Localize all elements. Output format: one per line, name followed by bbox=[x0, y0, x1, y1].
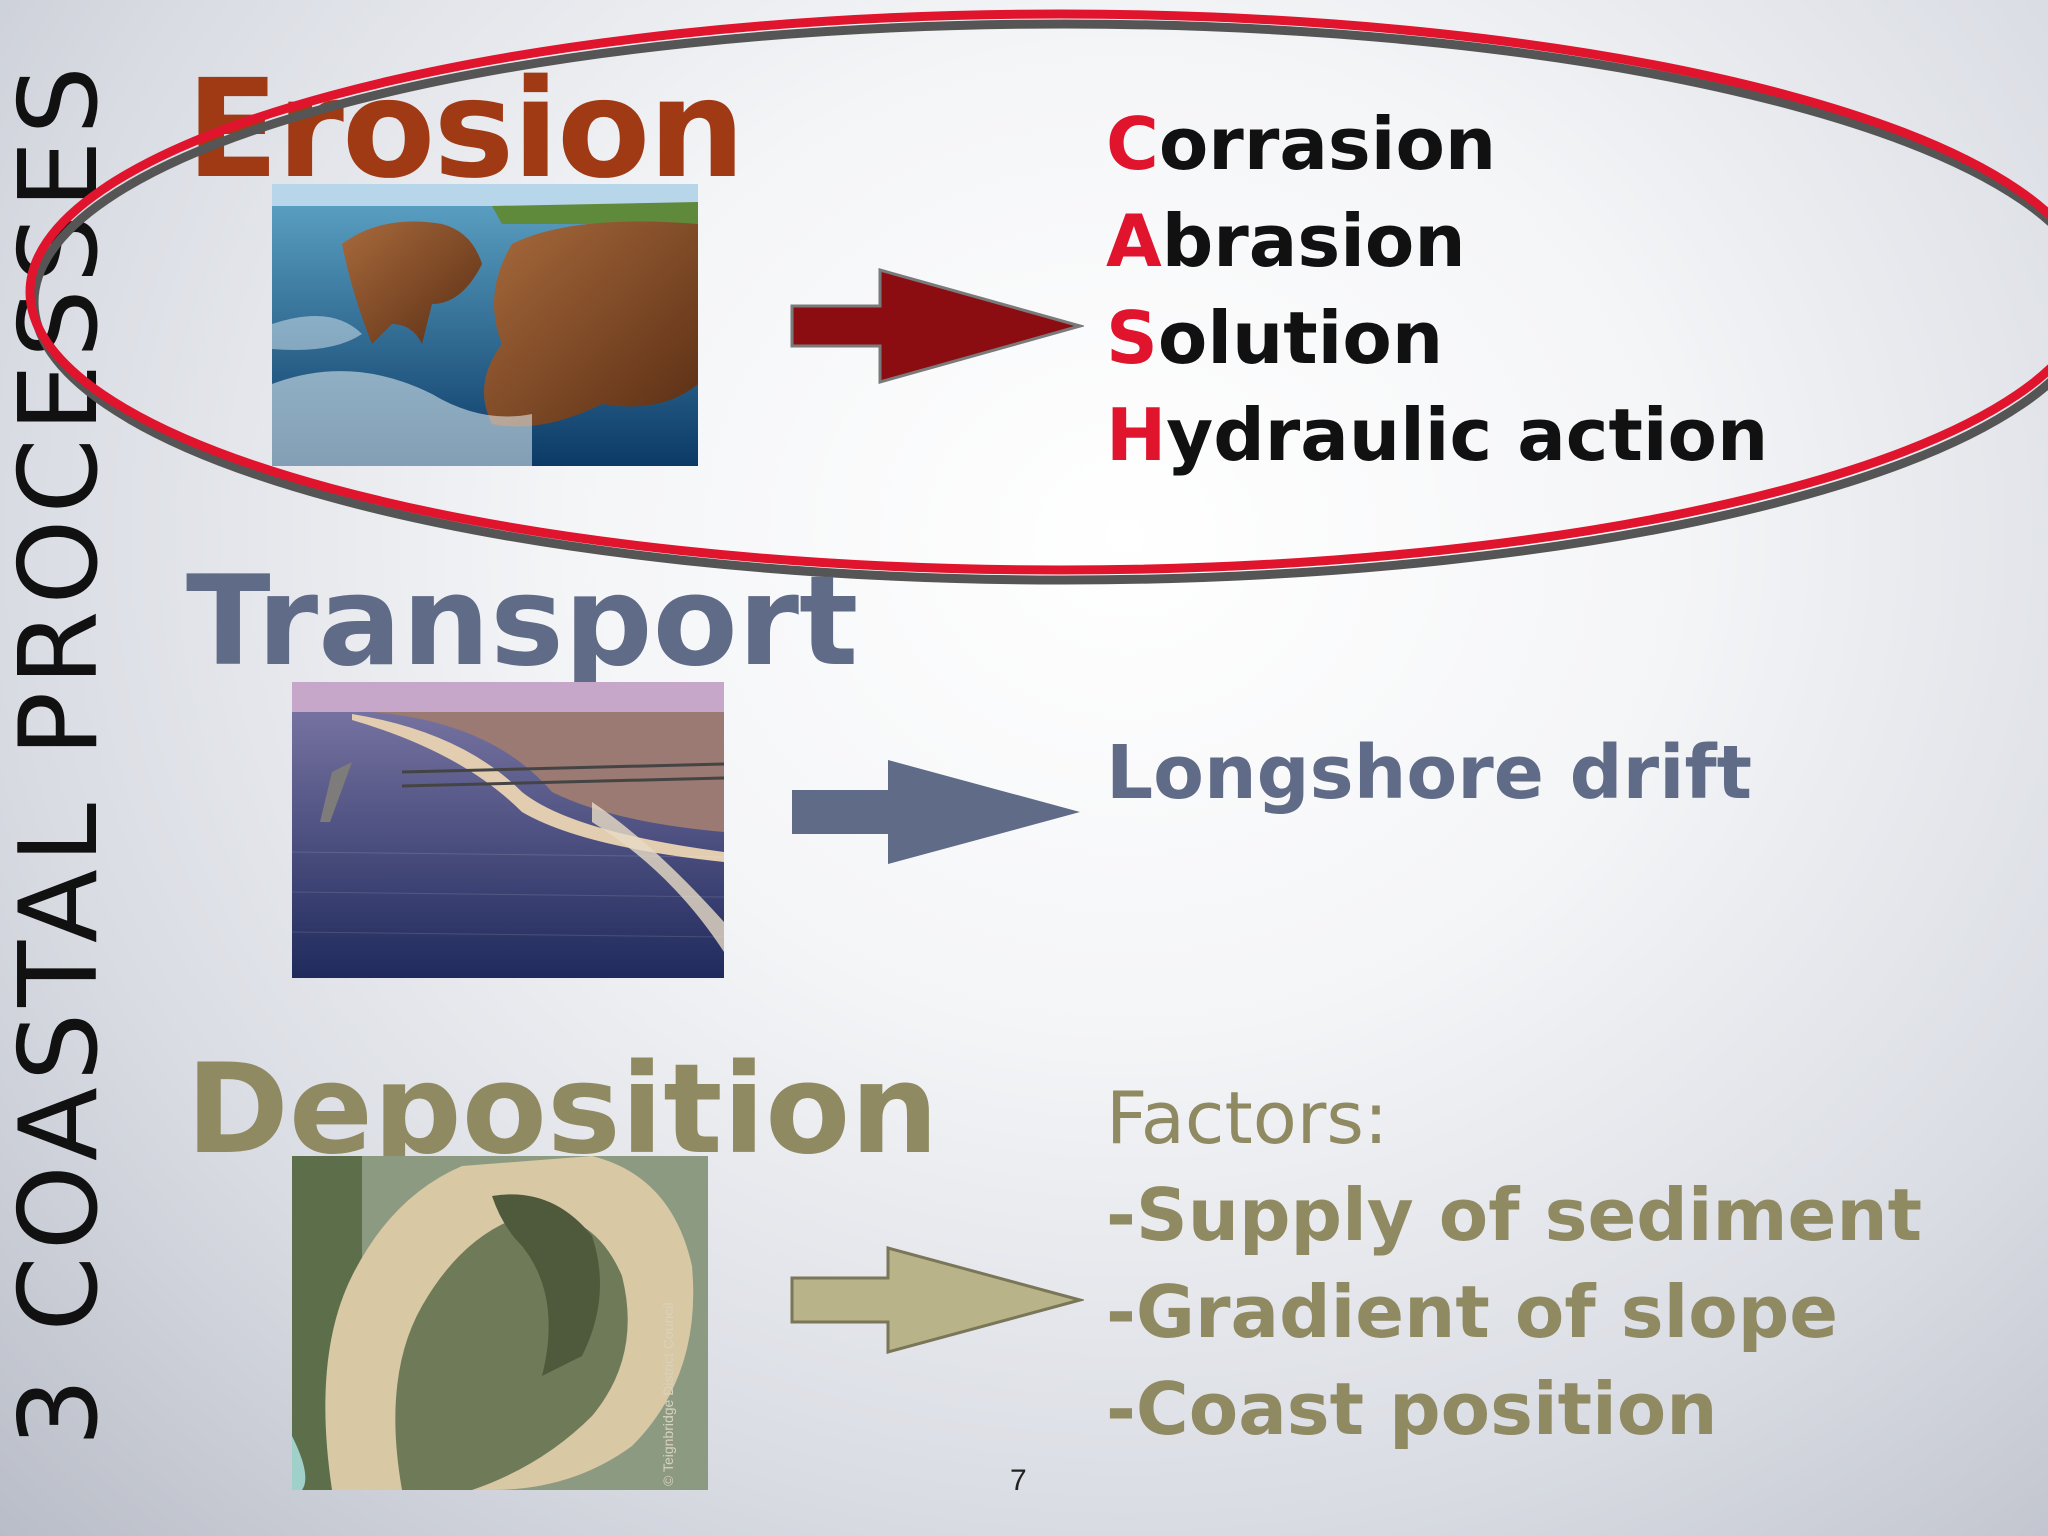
deposition-factors: Factors: -Supply of sediment -Gradient o… bbox=[1106, 1070, 1922, 1458]
erosion-arrow bbox=[790, 268, 1084, 384]
factor-item: -Gradient of slope bbox=[1106, 1270, 1839, 1354]
coast-aerial-photo bbox=[292, 682, 724, 978]
transport-arrow bbox=[792, 760, 1080, 864]
cash-item: Abrasion bbox=[1106, 199, 1466, 283]
sea-arch-photo bbox=[272, 184, 698, 466]
deposition-arrow bbox=[790, 1246, 1084, 1354]
factors-label: Factors: bbox=[1106, 1076, 1389, 1160]
cash-item: Hydraulic action bbox=[1106, 393, 1769, 477]
page-number: 7 bbox=[1010, 1464, 1027, 1497]
spit-aerial-photo bbox=[292, 1156, 708, 1490]
photo-credit: © Teignbridge District Council bbox=[660, 1302, 676, 1486]
cash-item: Solution bbox=[1106, 296, 1444, 380]
side-title: 3 COASTAL PROCESSES bbox=[0, 60, 122, 1447]
transport-heading: Transport bbox=[186, 550, 859, 694]
factor-item: -Supply of sediment bbox=[1106, 1173, 1923, 1257]
deposition-heading: Deposition bbox=[186, 1038, 939, 1182]
erosion-heading: Erosion bbox=[186, 51, 745, 209]
cash-list: Corrasion Abrasion Solution Hydraulic ac… bbox=[1106, 96, 1768, 484]
cash-item: Corrasion bbox=[1106, 102, 1497, 186]
factor-item: -Coast position bbox=[1106, 1367, 1718, 1451]
longshore-drift-text: Longshore drift bbox=[1106, 730, 1753, 816]
